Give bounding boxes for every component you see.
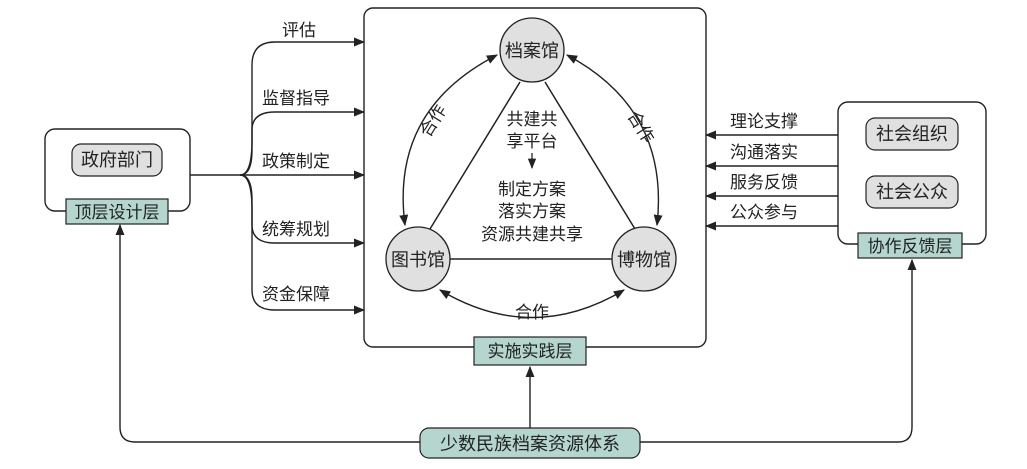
system-label: 少数民族档案资源体系 xyxy=(440,434,620,455)
arrow-system-left xyxy=(115,223,420,443)
social-public-box xyxy=(865,175,959,209)
fb-arrow-label-0: 理论支撑 xyxy=(730,112,798,132)
system-box xyxy=(419,427,641,459)
library-node xyxy=(385,226,451,292)
center-step1: 制定方案 xyxy=(498,180,566,200)
feedback-layer-box xyxy=(857,232,963,259)
fb-arrow-label-3: 公众参与 xyxy=(730,203,798,223)
gov-arrow-label-2: 政策制定 xyxy=(262,152,330,172)
arrow-fund xyxy=(239,174,366,315)
platform-line2: 享平台 xyxy=(507,132,558,152)
coop-arc-left xyxy=(399,54,498,227)
top-layer-box xyxy=(65,198,169,225)
library-label: 图书馆 xyxy=(391,250,445,271)
gov-arrow-label-0: 评估 xyxy=(282,21,316,41)
platform-line1: 共建共 xyxy=(507,110,558,130)
social-public-label: 社会公众 xyxy=(876,182,948,203)
social-org-box xyxy=(865,117,959,151)
archive-label: 档案馆 xyxy=(505,41,559,62)
center-step2: 落实方案 xyxy=(498,202,566,222)
coop-arc-right xyxy=(566,54,663,227)
arrow-system-right xyxy=(640,258,917,443)
museum-label: 博物馆 xyxy=(617,250,671,271)
coop-label-right: 合作 xyxy=(623,108,658,147)
fb-arrow-label-2: 服务反馈 xyxy=(730,173,798,193)
gov-arrow-label-1: 监督指导 xyxy=(262,89,330,109)
gov-arrow-label-4: 资金保障 xyxy=(262,285,330,305)
government-box xyxy=(71,143,163,177)
feedback-layer-label: 协作反馈层 xyxy=(868,237,953,257)
coop-label-bottom: 合作 xyxy=(515,303,549,323)
coop-arc-bottom xyxy=(439,289,625,319)
top-layer-label: 顶层设计层 xyxy=(75,203,160,223)
arrow-evaluate xyxy=(239,37,366,176)
fb-arrow-label-1: 沟通落实 xyxy=(730,143,798,163)
practice-layer-label: 实施实践层 xyxy=(488,342,573,362)
gov-arrow-label-3: 统筹规划 xyxy=(262,220,330,240)
arrow-supervise xyxy=(239,107,366,176)
practice-layer-box xyxy=(473,336,587,366)
coop-label-left: 合作 xyxy=(416,102,451,141)
government-label: 政府部门 xyxy=(81,150,153,171)
center-step3: 资源共建共享 xyxy=(481,225,583,245)
social-org-label: 社会组织 xyxy=(876,124,948,145)
museum-node xyxy=(611,226,677,292)
archive-node xyxy=(499,17,565,83)
